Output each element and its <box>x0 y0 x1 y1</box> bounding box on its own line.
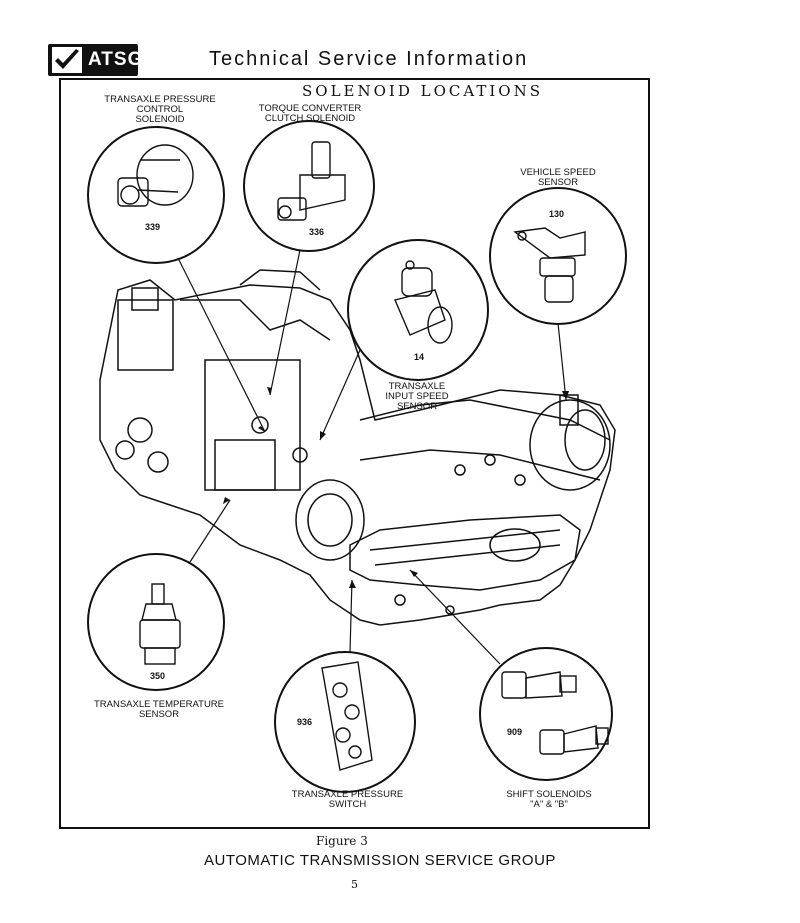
part-number-336: 336 <box>309 227 325 237</box>
figure-caption: Figure 3 <box>316 834 368 848</box>
page-number: 5 <box>351 878 358 891</box>
label-pressure-control-solenoid: TRANSAXLE PRESSURE CONTROL SOLENOID <box>104 94 216 125</box>
label-vehicle-speed-sensor: VEHICLE SPEED SENSOR <box>520 167 596 188</box>
callout-circle-14 <box>347 239 489 381</box>
atsg-logo: ATSG <box>48 44 142 76</box>
checkmark-flag-icon <box>52 47 82 73</box>
callout-circle-909 <box>479 647 613 781</box>
part-number-350: 350 <box>150 671 166 681</box>
callout-circle-350 <box>87 553 225 691</box>
page-header-title: Technical Service Information <box>209 48 529 70</box>
part-number-130: 130 <box>549 209 565 219</box>
part-number-936: 936 <box>297 717 313 727</box>
label-temperature-sensor: TRANSAXLE TEMPERATURE SENSOR <box>93 699 225 720</box>
diagram-title: SOLENOID LOCATIONS <box>302 82 544 100</box>
label-input-speed-sensor: TRANSAXLE INPUT SPEED SENSOR <box>385 381 449 412</box>
part-number-339: 339 <box>145 222 161 232</box>
part-number-909: 909 <box>507 727 523 737</box>
part-number-14: 14 <box>414 352 425 362</box>
label-shift-solenoids: SHIFT SOLENOIDS "A" & "B" <box>506 789 592 810</box>
callout-circle-339 <box>87 126 225 264</box>
footer-org-name: AUTOMATIC TRANSMISSION SERVICE GROUP <box>204 852 556 869</box>
label-tcc-solenoid: TORQUE CONVERTER CLUTCH SOLENOID <box>258 103 362 124</box>
logo-text: ATSG <box>88 49 144 70</box>
callout-circle-936 <box>274 651 416 793</box>
figure-frame <box>59 78 650 829</box>
label-pressure-switch: TRANSAXLE PRESSURE SWITCH <box>291 789 404 810</box>
callout-circle-336 <box>243 120 375 252</box>
